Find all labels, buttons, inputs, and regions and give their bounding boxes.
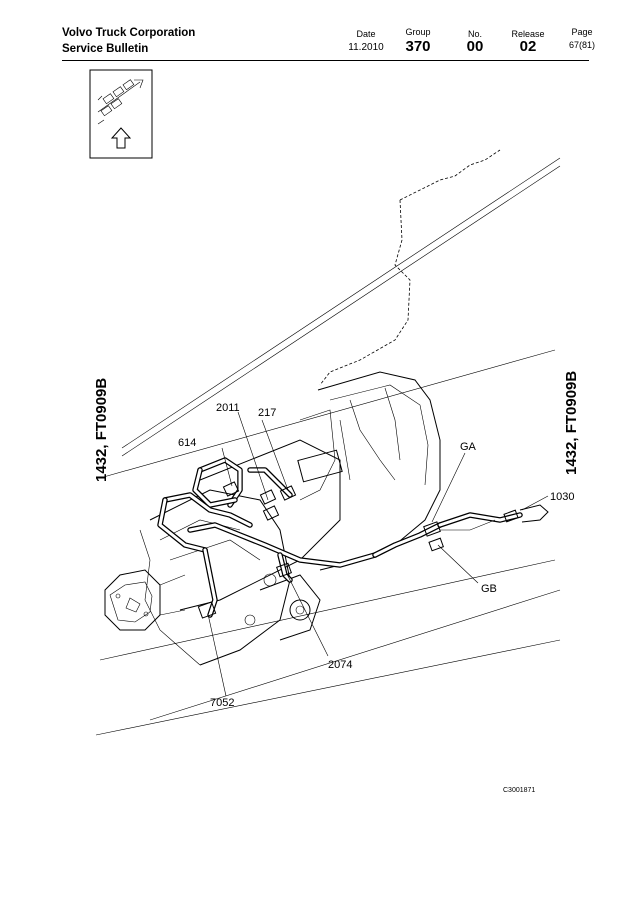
callout-2011: 2011	[216, 402, 240, 414]
side-label-right: 1432, FT0909B	[563, 371, 580, 475]
frame-lines	[95, 157, 561, 736]
callout-7052: 7052	[210, 697, 234, 709]
page-label: Page	[571, 27, 593, 37]
leader-lines	[207, 411, 549, 697]
connectors	[197, 481, 519, 619]
no-label: No.	[467, 29, 482, 39]
up-arrow-icon	[110, 127, 132, 149]
date-value: 11.2010	[348, 42, 384, 53]
no-value: 00	[466, 38, 484, 55]
page-value: 67(81)	[568, 40, 595, 50]
output-flange	[104, 569, 186, 631]
callout-2074: 2074	[328, 659, 352, 671]
document-type: Service Bulletin	[62, 43, 149, 55]
wiring-harness	[157, 457, 549, 618]
callout-GA: GA	[460, 441, 477, 453]
date-label: Date	[356, 29, 376, 39]
callout-GB: GB	[481, 583, 497, 595]
callout-614: 614	[178, 437, 196, 449]
header-rule	[62, 60, 589, 61]
group-label: Group	[405, 27, 431, 37]
truck-orientation-icon	[89, 69, 153, 159]
callout-1030: 1030	[550, 491, 574, 503]
engine-outline	[319, 149, 501, 386]
company-name: Volvo Truck Corporation	[62, 27, 196, 39]
group-value: 370	[405, 38, 431, 55]
figure-id: C3001871	[503, 787, 535, 794]
release-value: 02	[519, 38, 537, 55]
side-label-left: 1432, FT0909B	[93, 378, 110, 482]
callout-217: 217	[258, 407, 276, 419]
gearbox-body	[139, 371, 441, 666]
release-label: Release	[511, 29, 545, 39]
